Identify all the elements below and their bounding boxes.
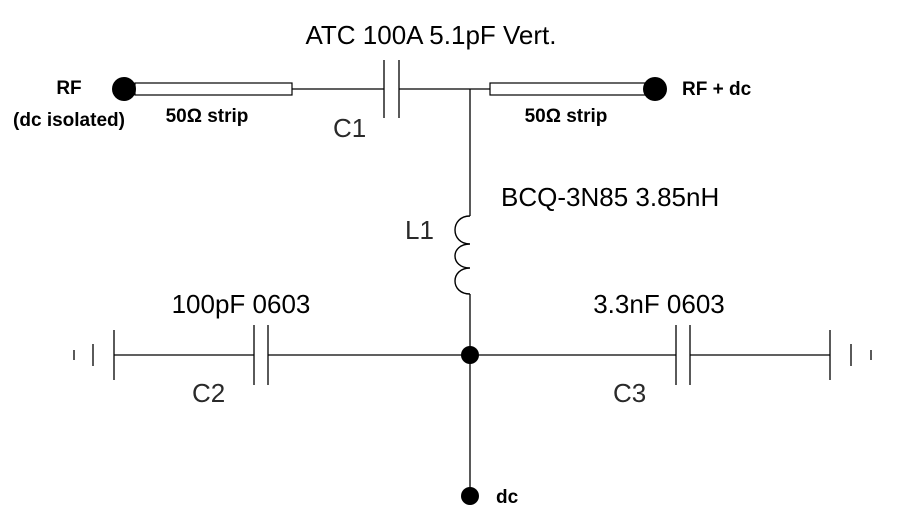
c2-part-label: 100pF 0603 [172,289,311,319]
strip-right-label: 50Ω strip [525,106,608,127]
rf-out-label: RF + dc [682,79,752,100]
c1-ref-label: C1 [333,113,366,143]
rf-in-terminal [112,77,136,101]
c3-ref-label: C3 [613,378,646,408]
rf-out-terminal [643,77,667,101]
rf-in-label-line2: (dc isolated) [13,110,125,131]
strip-right [489,82,648,96]
strip-left [134,82,293,96]
l1-coil [454,215,471,295]
c2-ref-label: C2 [192,378,225,408]
dc-port-label: dc [496,487,519,508]
bypass-line [73,325,872,385]
c3-part-label: 3.3nF 0603 [593,289,725,319]
c1-part-label: ATC 100A 5.1pF Vert. [306,20,557,50]
l1-part-label: BCQ-3N85 3.85nH [501,182,719,212]
l1-branch [454,89,479,505]
rf-in-label-line1: RF [56,78,81,99]
strip-left-label: 50Ω strip [166,106,249,127]
top-rf-path [112,60,667,118]
l1-ref-label: L1 [405,215,434,245]
dc-terminal [461,487,479,505]
